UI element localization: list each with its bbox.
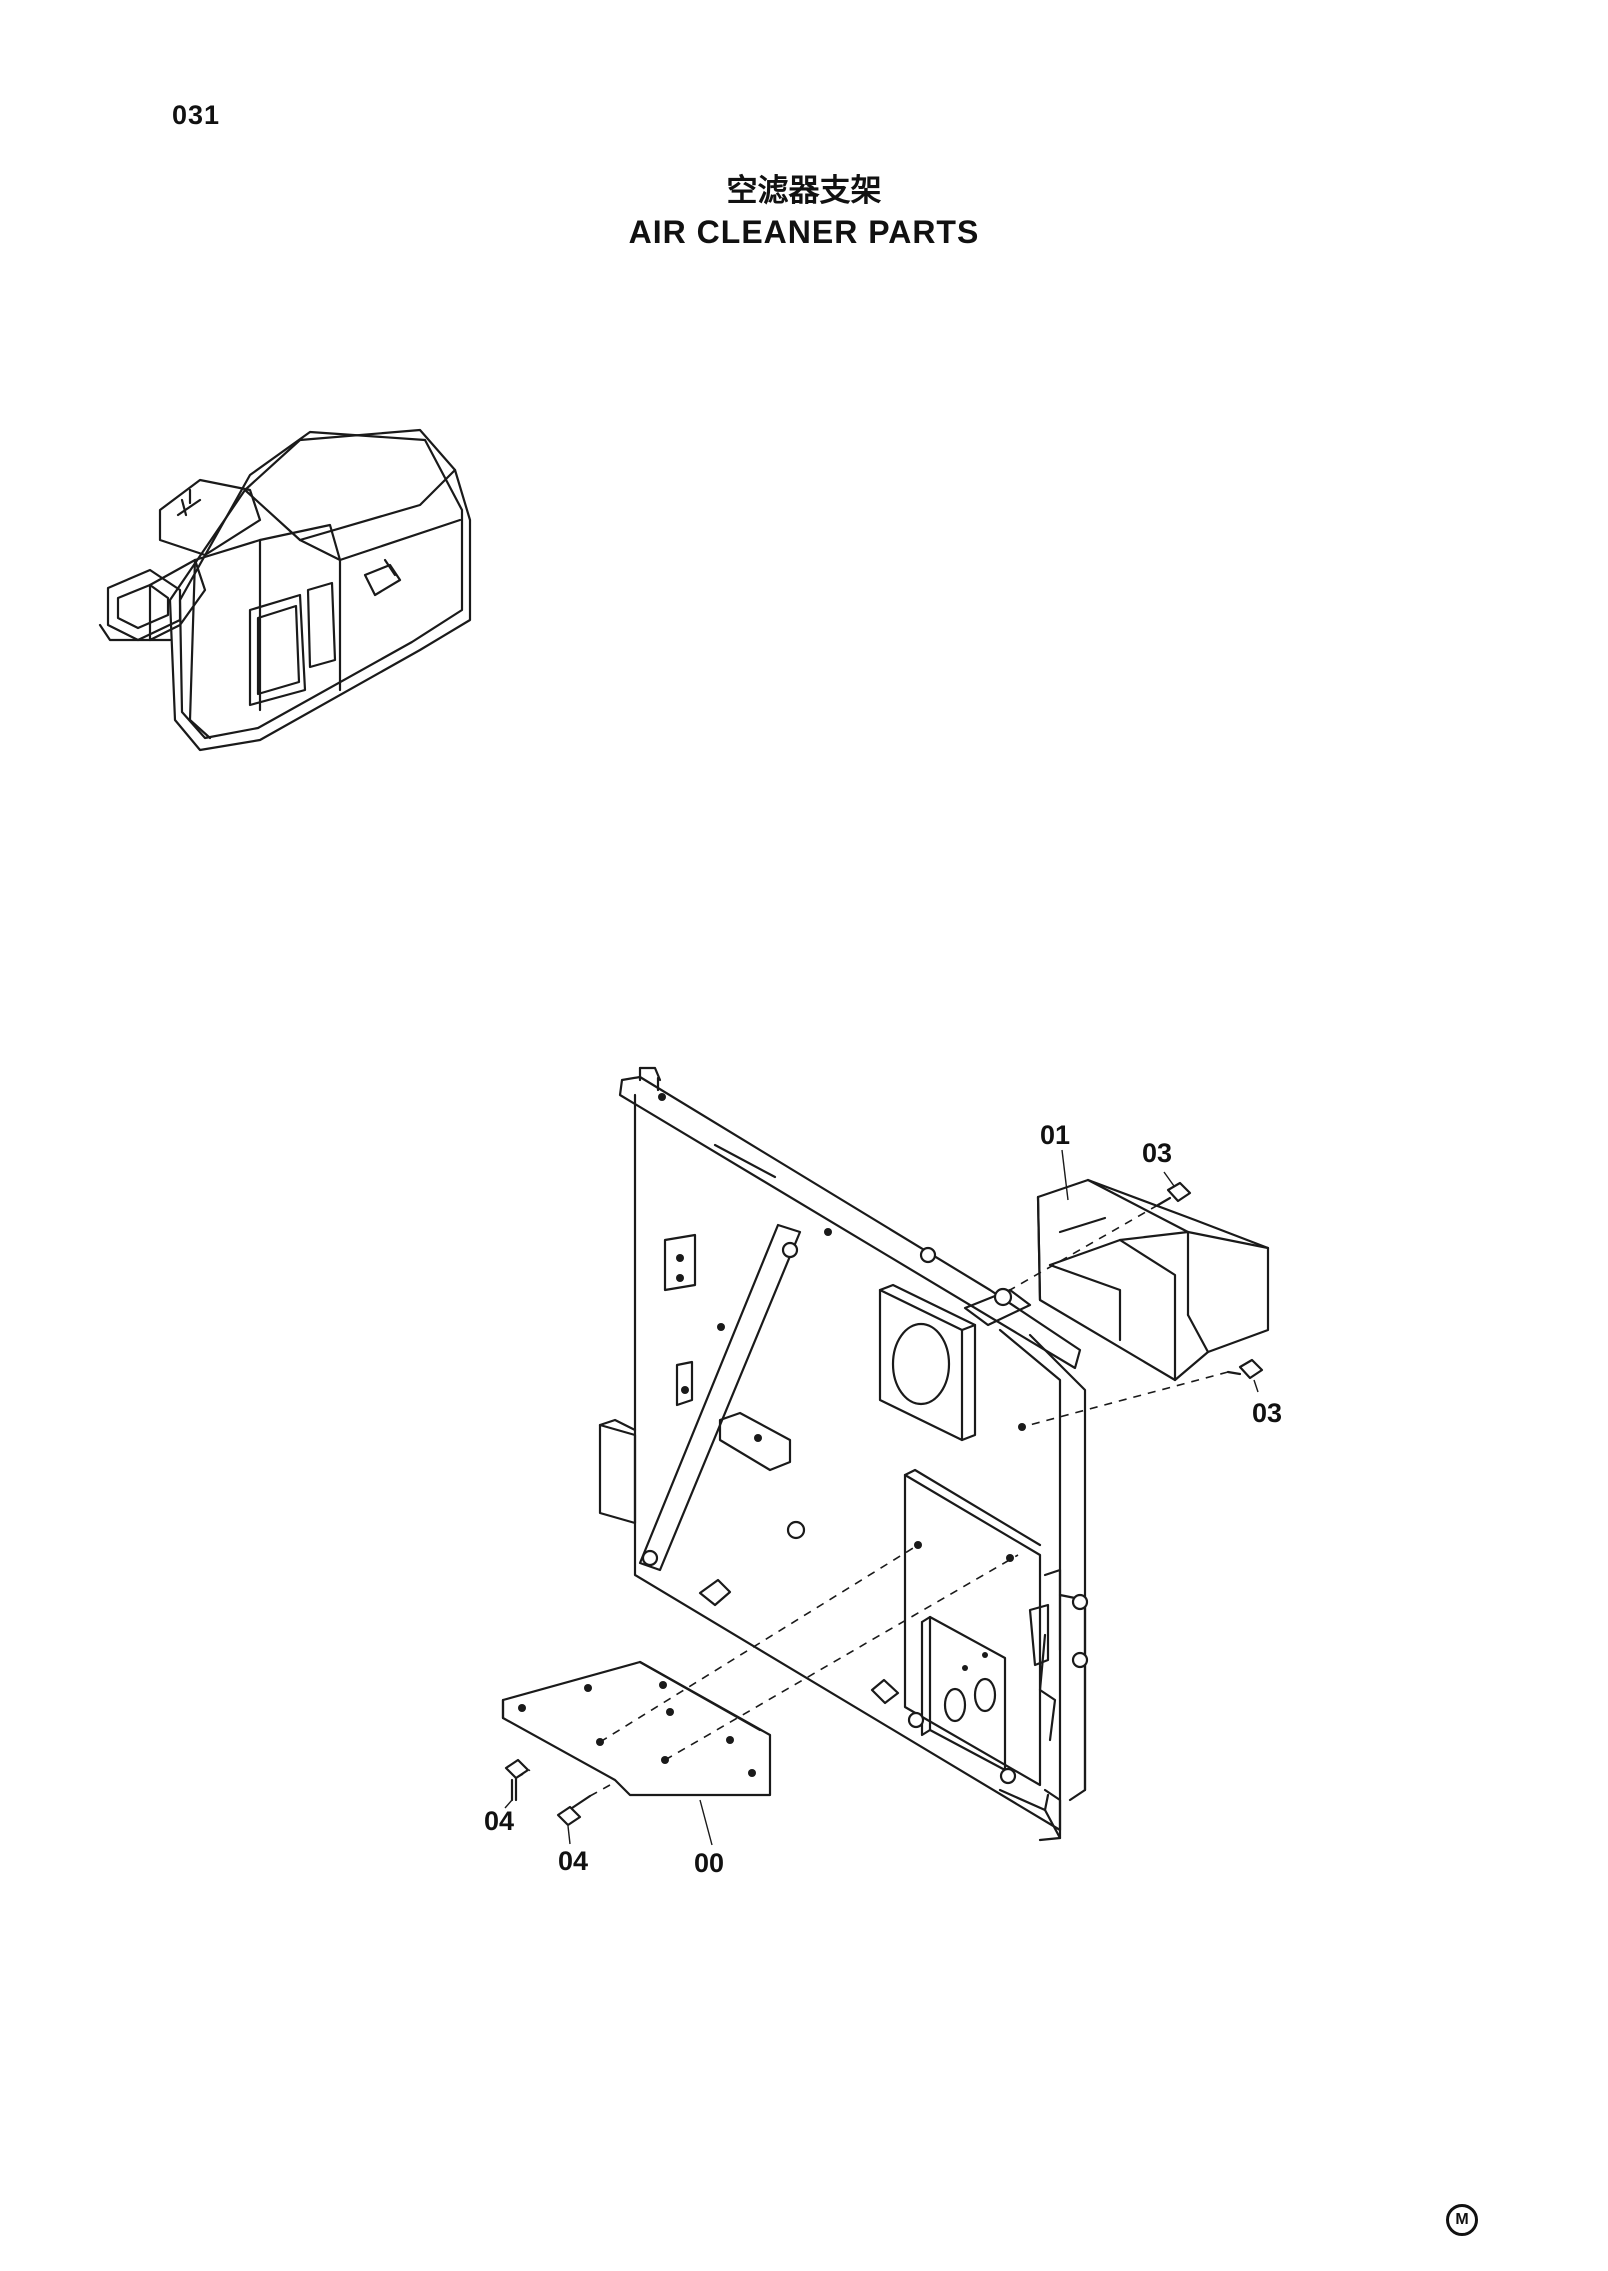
bolt-04-left (504, 1758, 530, 1802)
bolt-03-lower (1226, 1358, 1264, 1380)
callout-04-right: 04 (558, 1846, 589, 1876)
bolt-03-upper (1156, 1181, 1192, 1207)
callout-04-left: 04 (484, 1806, 515, 1836)
callout-03-upper: 03 (1142, 1138, 1173, 1168)
page-title-english: AIR CLEANER PARTS (628, 214, 980, 250)
air-cleaner-duct (1036, 1178, 1270, 1382)
manufacturer-mark: M (1446, 2204, 1478, 2236)
callout-00: 00 (694, 1848, 725, 1878)
callout-03-lower: 03 (1252, 1398, 1283, 1428)
lower-mount-plate (501, 1660, 772, 1797)
assembly-lines (515, 1204, 1229, 1797)
excavator-locator-icon (98, 428, 472, 752)
page-title-chinese: 空滤器支架 (726, 173, 882, 209)
leader-lines (504, 1149, 1259, 1846)
page-number: 031 (172, 100, 221, 130)
bolt-04-right (556, 1794, 592, 1827)
air-cleaner-bracket-assembly (598, 1066, 1089, 1842)
callout-01: 01 (1040, 1120, 1071, 1150)
